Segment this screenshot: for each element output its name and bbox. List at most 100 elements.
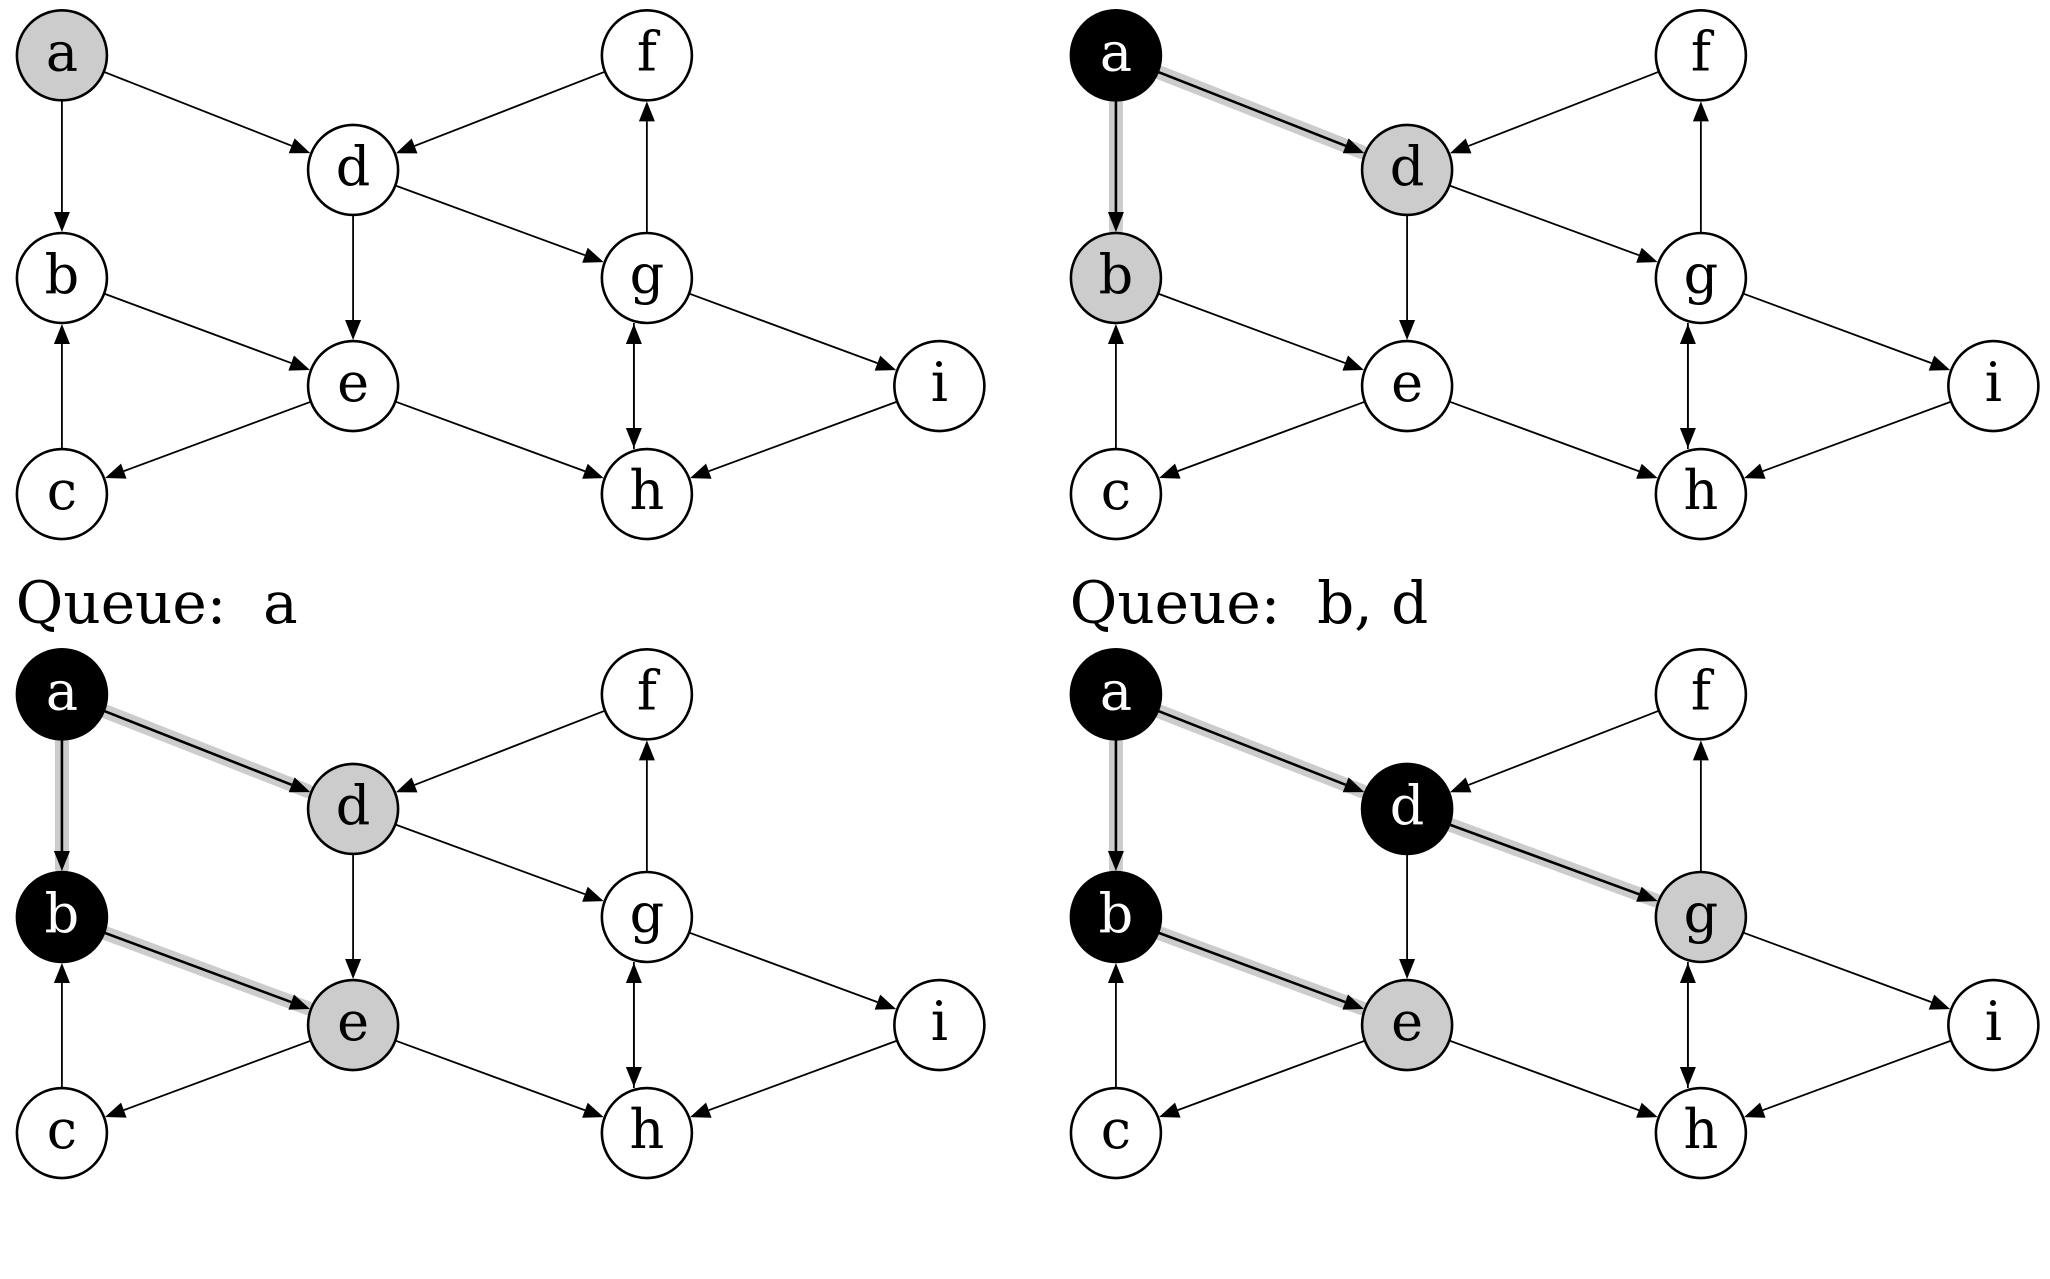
node-label-f: f (637, 20, 661, 83)
edge-a-b (53, 100, 70, 232)
edge-g-f (1692, 740, 1709, 872)
node-circle-g (600, 870, 694, 964)
node-circle-b (15, 870, 109, 964)
node-circle-a (1069, 9, 1163, 102)
edge-d-g (395, 184, 604, 263)
edge-g-i (688, 292, 897, 371)
edge-g-h (625, 322, 642, 449)
node-circle-g (1654, 231, 1748, 325)
edge-c-b (1107, 962, 1124, 1089)
edge-a-b (1107, 100, 1124, 232)
edge-g-f (638, 101, 655, 233)
node-circle-c (1069, 1086, 1163, 1180)
node-circle-f (1654, 9, 1748, 102)
edge-e-h (395, 400, 604, 479)
node-label-i: i (931, 351, 948, 414)
edge-g-h (1679, 961, 1696, 1088)
edge-e-c (105, 400, 312, 479)
node-circle-a (15, 9, 109, 102)
edge-i-h (1744, 400, 1952, 479)
node-circle-b (1069, 231, 1163, 325)
node-b: b (15, 870, 109, 964)
edge-f-d (395, 70, 606, 154)
node-label-h: h (1683, 459, 1718, 522)
node-label-c: c (47, 1098, 77, 1161)
edge-b-e (103, 292, 310, 371)
node-a: a (15, 648, 109, 741)
edge-e-c (1159, 400, 1366, 479)
node-circle-d (1360, 762, 1454, 856)
edge-g-i (1742, 931, 1951, 1010)
node-circle-i (893, 978, 986, 1072)
node-label-c: c (1101, 1098, 1131, 1161)
node-c: c (15, 1086, 109, 1180)
edge-b-e (103, 931, 310, 1010)
edge-a-b (53, 739, 70, 871)
node-label-d: d (336, 774, 371, 837)
edge-e-h (1448, 400, 1658, 479)
node-circle-d (306, 123, 400, 217)
node-c: c (1069, 447, 1163, 541)
edge-c-b (1107, 323, 1124, 450)
edge-d-g (1448, 823, 1658, 902)
queue-caption-panel-1: Queue: a (15, 569, 298, 638)
node-b: b (1069, 231, 1163, 325)
node-label-d: d (1390, 135, 1425, 198)
node-i: i (1947, 339, 2040, 433)
node-b: b (15, 231, 109, 325)
edge-g-h (1679, 322, 1696, 449)
node-label-h: h (629, 1098, 664, 1161)
node-circle-b (1069, 870, 1163, 964)
node-label-a: a (1100, 659, 1132, 722)
edge-e-c (105, 1039, 312, 1118)
edge-i-h (690, 400, 898, 479)
node-circle-e (306, 339, 400, 433)
node-label-b: b (45, 243, 80, 306)
node-circle-f (1654, 648, 1748, 741)
node-circle-g (1654, 870, 1748, 964)
node-label-h: h (629, 459, 664, 522)
node-circle-h (1654, 1086, 1748, 1180)
edge-g-h (625, 961, 642, 1088)
node-f: f (1654, 9, 1748, 102)
node-label-d: d (1390, 774, 1425, 837)
node-c: c (15, 447, 109, 541)
node-circle-a (15, 648, 109, 741)
edge-g-f (638, 740, 655, 872)
node-f: f (600, 648, 694, 741)
node-label-i: i (931, 990, 948, 1053)
node-h: h (600, 1086, 694, 1180)
edge-e-c (1159, 1039, 1366, 1118)
node-circle-e (306, 978, 400, 1072)
node-circle-f (600, 648, 694, 741)
node-e: e (306, 339, 400, 433)
node-label-i: i (1985, 351, 2002, 414)
edge-c-b (53, 323, 70, 450)
node-label-g: g (630, 882, 665, 945)
node-label-f: f (1691, 20, 1715, 83)
node-h: h (1654, 1086, 1748, 1180)
edge-c-b (53, 962, 70, 1089)
node-i: i (1947, 978, 2040, 1072)
node-label-h: h (1683, 1098, 1718, 1161)
node-label-g: g (1684, 243, 1719, 306)
node-label-b: b (1099, 243, 1134, 306)
node-label-b: b (45, 882, 80, 945)
edge-a-d (103, 709, 311, 793)
edge-i-h (690, 1039, 898, 1118)
edge-d-e (345, 853, 362, 979)
node-d: d (306, 123, 400, 217)
node-circle-c (15, 447, 109, 541)
node-circle-h (1654, 447, 1748, 541)
edge-a-b (1107, 739, 1124, 871)
node-label-e: e (337, 351, 369, 414)
node-circle-h (600, 1086, 694, 1180)
